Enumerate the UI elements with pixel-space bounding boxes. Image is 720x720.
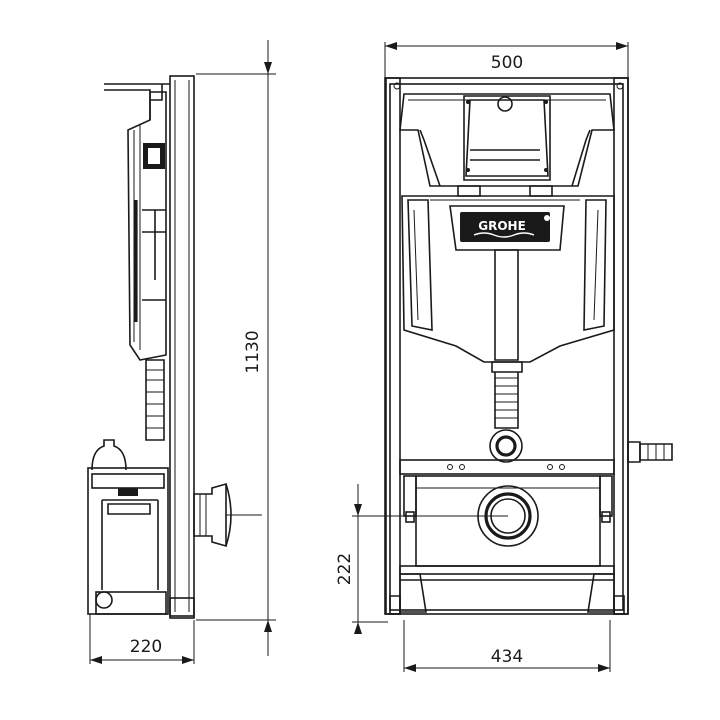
dimension-leg-spacing: 434 bbox=[403, 620, 611, 672]
depth-label: 220 bbox=[130, 637, 162, 657]
width-label: 500 bbox=[491, 53, 523, 73]
dimension-depth: 220 bbox=[89, 614, 195, 664]
actuator-plate bbox=[463, 95, 551, 181]
brand-logo bbox=[460, 212, 550, 242]
dimension-width: 500 bbox=[384, 42, 629, 78]
side-cistern bbox=[127, 91, 167, 361]
dimension-height: 1130 bbox=[196, 40, 276, 656]
height-label: 1130 bbox=[243, 330, 263, 373]
side-view bbox=[87, 75, 262, 619]
cistern-body bbox=[401, 195, 615, 363]
cistern-top bbox=[399, 93, 615, 187]
dimension-outlet-height: 222 bbox=[335, 484, 508, 634]
outlet-height-label: 222 bbox=[335, 553, 355, 585]
brand-logo-text: GROHE bbox=[478, 219, 526, 233]
leg-spacing-label: 434 bbox=[491, 647, 523, 667]
front-view: GROHE bbox=[384, 77, 673, 615]
